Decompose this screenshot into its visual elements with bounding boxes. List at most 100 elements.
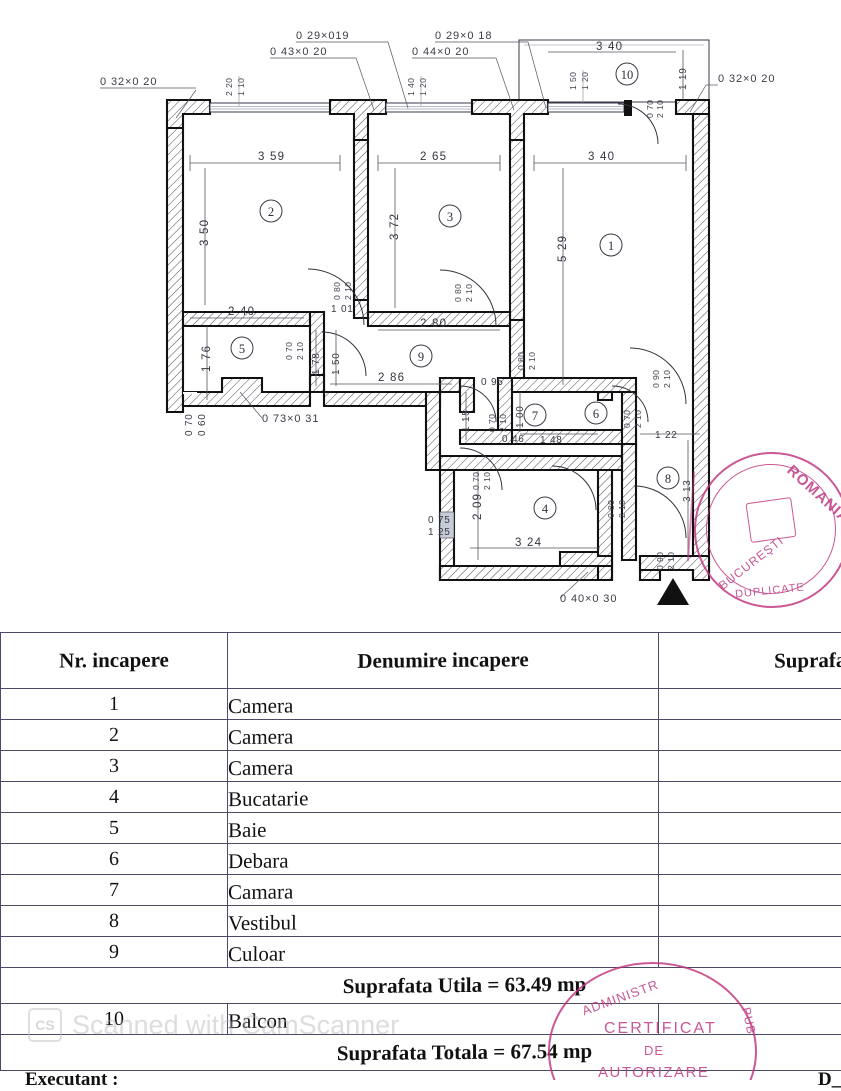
cell-name: Debara [228,844,659,875]
svg-text:2 09: 2 09 [472,493,484,520]
cell-area: 0.48 [659,875,841,906]
svg-text:2 20: 2 20 [224,78,234,96]
svg-text:0 80: 0 80 [516,352,526,370]
footer-executant-label: Executant : [25,1069,118,1091]
header-nr-incapere: Nr. incapere [1,633,228,689]
svg-text:1 01: 1 01 [331,304,354,315]
cell-area: 7.09 [659,937,841,968]
svg-text:2 10: 2 10 [295,342,305,360]
table-row: 6 Debara 1.48 [1,844,841,875]
cell-nr: 2 [1,720,228,751]
svg-text:0 29×019: 0 29×019 [296,30,349,42]
cell-area: 9.72 [659,751,841,782]
svg-text:7: 7 [532,409,538,423]
table-row: 9 Culoar 7.09 [1,937,841,968]
total-suprafata-totala: Suprafata Totala = 67.54 mp [1,1035,841,1071]
svg-text:9: 9 [418,350,424,364]
svg-text:0 80: 0 80 [453,284,463,302]
table-header-row: Nr. incapere Denumire incapere Suprafata… [1,633,841,689]
table-row: 7 Camara 0.48 [1,875,841,906]
svg-text:1: 1 [608,239,614,253]
svg-text:0 90: 0 90 [651,370,661,388]
svg-text:0 60: 0 60 [197,413,208,436]
svg-text:1 50: 1 50 [568,72,578,90]
cell-name: Culoar [228,937,659,968]
room-schedule-table: Nr. incapere Denumire incapere Suprafata… [0,632,841,1071]
svg-text:0 32×0 20: 0 32×0 20 [100,76,157,88]
cell-area: 12.38 [659,720,841,751]
svg-text:2 10: 2 10 [617,500,627,518]
svg-text:0 70: 0 70 [487,414,497,432]
svg-text:2 10: 2 10 [662,370,672,388]
svg-text:5: 5 [239,342,245,356]
cell-nr: 8 [1,906,228,937]
svg-text:2 10: 2 10 [498,414,508,432]
total-row: Suprafata Totala = 67.54 mp [1,1035,841,1071]
svg-text:3 40: 3 40 [596,41,623,53]
svg-text:2 10: 2 10 [633,410,643,428]
svg-text:1 19: 1 19 [678,67,689,90]
svg-text:0 70: 0 70 [471,472,481,490]
svg-text:1 15: 1 15 [461,409,472,432]
svg-text:0 90: 0 90 [655,552,665,570]
cell-name: Camera [228,720,659,751]
svg-text:5 29: 5 29 [557,235,569,262]
svg-text:2 86: 2 86 [378,372,405,384]
svg-text:2 10: 2 10 [655,100,665,118]
svg-text:2 65: 2 65 [420,151,447,163]
cell-area: 1.48 [659,844,841,875]
footer-right-label: D_t [818,1069,841,1091]
cell-name: Camera [228,689,659,720]
dimension-labels: 3 59 2 65 3 40 3 50 3 72 5 29 2 40 1 76 … [184,41,693,549]
entrance-marker [657,578,689,605]
stamp-text-de: DE [644,1043,664,1058]
stamp-text-autorizare: AUTORIZARE [598,1064,709,1080]
cell-area: 3.82 [659,906,841,937]
svg-text:1 20: 1 20 [580,72,590,90]
svg-text:2: 2 [268,205,274,219]
table-body: 1 Camera 17.87 2 Camera 12.38 3 Camera 9… [1,689,841,1071]
svg-text:2 10: 2 10 [527,352,537,370]
cell-nr: 9 [1,937,228,968]
cell-nr: 3 [1,751,228,782]
svg-text:0 44×0 20: 0 44×0 20 [412,46,469,58]
svg-text:0 80: 0 80 [332,282,342,300]
header-denumire: Denumire incapere [228,633,659,689]
svg-text:2 40: 2 40 [228,306,255,318]
svg-text:0 32×0 20: 0 32×0 20 [718,73,775,85]
floor-plan-svg: 3 59 2 65 3 40 3 50 3 72 5 29 2 40 1 76 … [0,0,841,632]
floor-plan-drawing: 3 59 2 65 3 40 3 50 3 72 5 29 2 40 1 76 … [0,0,841,632]
table-row: 2 Camera 12.38 [1,720,841,751]
svg-text:3 72: 3 72 [389,213,401,240]
svg-text:4: 4 [542,502,549,516]
svg-text:3 50: 3 50 [199,219,211,246]
svg-text:2 10: 2 10 [482,472,492,490]
cell-name: Camara [228,875,659,906]
svg-text:2 10: 2 10 [343,282,353,300]
svg-text:1 25: 1 25 [428,527,451,538]
svg-text:2 10: 2 10 [464,284,474,302]
cell-name: Vestibul [228,906,659,937]
svg-text:0 46: 0 46 [502,434,525,445]
svg-text:1 20: 1 20 [418,78,428,96]
svg-text:3 24: 3 24 [515,537,542,549]
cell-nr: 10 [1,1004,228,1035]
svg-text:0 29×0 18: 0 29×0 18 [435,30,492,42]
svg-text:1 50: 1 50 [331,352,342,375]
svg-text:1 22: 1 22 [655,430,678,441]
header-suprafata: Suprafata ( m [659,633,841,689]
cell-nr: 6 [1,844,228,875]
table-row: 5 Baie 4.00 [1,813,841,844]
cell-area: 4.00 [659,813,841,844]
cell-name: Camera [228,751,659,782]
svg-text:2 80: 2 80 [420,318,447,330]
cell-nr: 1 [1,689,228,720]
cell-area: 6.65 [659,782,841,813]
svg-text:3 40: 3 40 [588,151,615,163]
stamp-text-certificat: CERTIFICAT [604,1020,717,1038]
table-row: 4 Bucatarie 6.65 [1,782,841,813]
subtotal-suprafata-utila: Suprafata Utila = 63.49 mp [1,968,841,1004]
svg-text:8: 8 [665,472,671,486]
svg-text:0 43×0 20: 0 43×0 20 [270,46,327,58]
cell-name: Baie [228,813,659,844]
